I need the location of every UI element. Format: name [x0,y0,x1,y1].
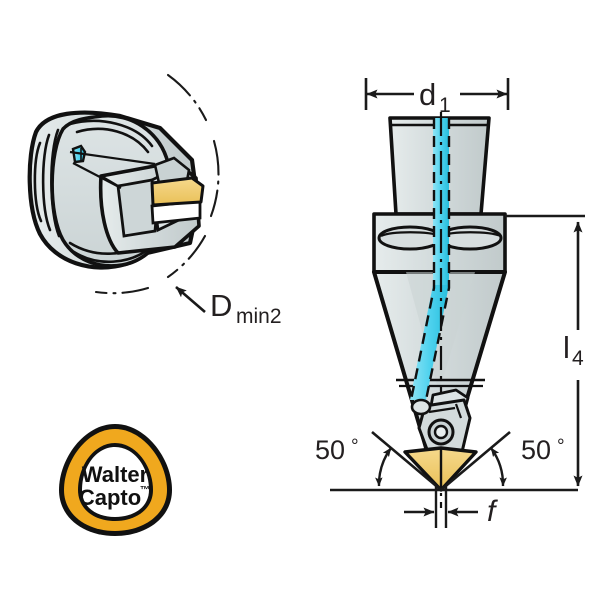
d1-label-subscript: 1 [439,94,451,117]
l4-label-main: l [563,330,570,365]
tool-body-section [372,112,507,508]
bore-diameter-arc [94,73,220,295]
logo-line-2: Capto [79,485,141,510]
angle-right-value: 50 [521,435,551,465]
l4-label-subscript: 4 [572,347,584,370]
logo-trademark-icon: ™ [140,485,150,496]
wrench-flat-left [377,225,443,251]
dmin2-label-main: D [210,288,232,323]
angle-arc-left: 50 ° [315,435,392,487]
walter-capto-logo: Walter Capto ™ [59,424,172,536]
insert-gold-left [150,176,205,207]
left-isometric-view: D min2 [27,73,282,328]
dmin2-dimension-label: D min2 [210,288,282,328]
logo-line-1: Walter [82,462,149,487]
angle-left-unit: ° [351,436,359,457]
dimension-d1: d 1 [364,77,510,117]
dimension-f: f [404,486,498,528]
angle-left-value: 50 [315,435,345,465]
dmin2-label-subscript: min2 [236,305,282,328]
angle-legs [371,431,511,491]
f-label: f [487,495,498,528]
d1-label-main: d [419,77,436,112]
cartridge-body [27,110,205,270]
insert-clamp-assembly [410,388,472,465]
angle-arc-right: 50 ° [490,435,565,487]
angle-right-unit: ° [557,436,565,457]
dimension-l4: l 4 [505,214,585,487]
dmin2-leader-arrow [175,286,206,313]
right-section-view: d 1 [315,77,585,528]
